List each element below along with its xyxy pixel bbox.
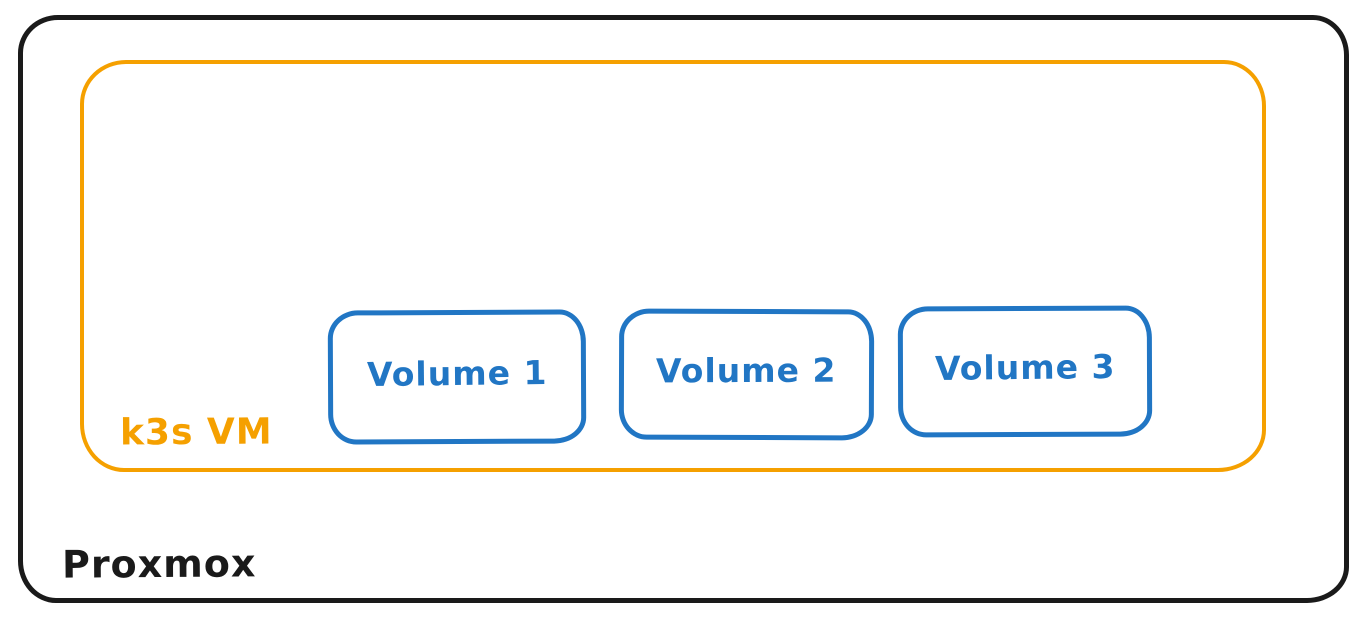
proxmox-container-box [18,15,1349,603]
k3s-vm-label: k3s VM [119,411,273,454]
volume-2-box: Volume 2 [618,308,875,441]
proxmox-label: Proxmox [61,541,257,587]
volume-3-label: Volume 3 [934,347,1116,388]
k3s-vm-container-box [80,60,1266,472]
volume-3-box: Volume 3 [897,305,1153,438]
volume-1-box: Volume 1 [327,309,587,445]
volume-1-label: Volume 1 [366,352,548,394]
volume-2-label: Volume 2 [656,350,837,391]
